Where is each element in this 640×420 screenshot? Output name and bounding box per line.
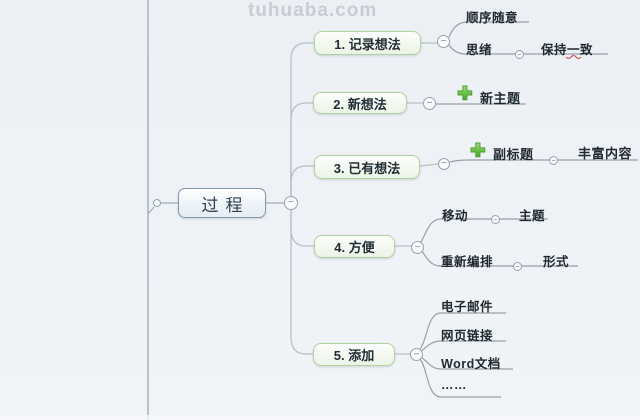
- child-topic[interactable]: Word文档: [441, 357, 501, 371]
- child-topic[interactable]: 保持一致: [541, 43, 594, 57]
- branch-2-box[interactable]: 2. 新想法: [313, 92, 407, 114]
- branch-3-stub: [419, 163, 439, 167]
- collapse-button-fubiaoti[interactable]: −: [549, 156, 558, 165]
- branch-5-label: 5. 添加: [333, 348, 375, 363]
- collapse-button-branch-5[interactable]: −: [410, 348, 423, 361]
- branch-4-label: 4. 方便: [334, 240, 375, 255]
- collapse-button-root[interactable]: −: [284, 196, 298, 210]
- root-left-diagonal-line: [147, 206, 155, 215]
- minus-icon: −: [413, 348, 420, 360]
- line-word: [420, 356, 513, 370]
- branch-1-label: 1. 记录想法: [334, 36, 401, 52]
- child-topic[interactable]: 新主题: [480, 91, 521, 106]
- minus-icon: −: [440, 35, 447, 47]
- watermark: tuhuaba.com: [248, 0, 378, 21]
- collapse-button-sixu[interactable]: −: [515, 50, 524, 59]
- trunk-branch-curves: [290, 42, 314, 355]
- child-topic[interactable]: 网页链接: [441, 329, 494, 343]
- branch-3-box[interactable]: 3. 已有想法: [314, 155, 420, 179]
- root-left-handle[interactable]: [153, 199, 161, 207]
- minus-icon: −: [517, 49, 522, 59]
- branch-stub-lines: [395, 42, 439, 355]
- child-topic[interactable]: ……: [441, 378, 467, 392]
- trunk-to-branch-3: [290, 165, 314, 196]
- minus-icon: −: [515, 261, 520, 271]
- line-sixu-baochi: [448, 44, 608, 55]
- collapse-button-yidong[interactable]: −: [491, 215, 500, 224]
- minus-icon: −: [426, 97, 433, 109]
- spellcheck-squiggle: [565, 55, 582, 59]
- line-yidong-zhuti: [420, 218, 548, 243]
- canvas-bottom-edge: [0, 415, 640, 420]
- child-topic[interactable]: 移动: [442, 209, 469, 223]
- minus-icon: −: [414, 241, 421, 253]
- minus-icon: −: [441, 158, 447, 169]
- trunk-to-branch-4: [290, 210, 314, 247]
- line-chongxin-xingshi: [421, 250, 578, 267]
- root-connectors: [147, 202, 286, 215]
- trunk-to-branch-2: [290, 102, 313, 196]
- collapse-button-branch-3[interactable]: −: [438, 158, 450, 170]
- collapse-button-branch-2[interactable]: −: [423, 97, 436, 110]
- branch-1-box[interactable]: 1. 记录想法: [314, 31, 421, 55]
- plus-marker-icon: [457, 85, 473, 101]
- child-topic[interactable]: 重新编排: [441, 255, 494, 269]
- plus-marker-icon: [470, 142, 486, 158]
- child-topic[interactable]: 思绪: [466, 43, 493, 57]
- branch-3-label: 3. 已有想法: [333, 160, 401, 176]
- child-topic[interactable]: 形式: [543, 255, 570, 269]
- trunk-to-branch-1: [290, 42, 314, 196]
- branch-4-box[interactable]: 4. 方便: [314, 235, 395, 258]
- branch-5-box[interactable]: 5. 添加: [313, 343, 395, 366]
- collapse-button-branch-1[interactable]: −: [437, 35, 450, 48]
- line-dots: [419, 358, 501, 398]
- root-topic-label: 过程: [201, 195, 250, 215]
- root-topic-box[interactable]: 过程: [178, 188, 266, 218]
- line-fubiaoti-fengfu: [449, 159, 638, 163]
- trunk-to-branch-5: [290, 210, 313, 355]
- collapse-button-branch-4[interactable]: −: [411, 241, 424, 254]
- line-shunxu: [448, 21, 529, 38]
- minus-icon: −: [493, 214, 498, 224]
- line-email: [419, 312, 506, 350]
- collapse-button-chongxin[interactable]: −: [513, 262, 522, 271]
- child-topic[interactable]: 副标题: [493, 147, 534, 162]
- child-topic-lines: [419, 21, 638, 398]
- child-topic[interactable]: 顺序随意: [466, 11, 519, 25]
- child-topic[interactable]: 主题: [519, 209, 546, 223]
- branch-2-label: 2. 新想法: [333, 96, 387, 112]
- child-topic[interactable]: 丰富内容: [578, 146, 633, 161]
- minus-icon: −: [288, 197, 294, 208]
- child-topic[interactable]: 电子邮件: [441, 300, 494, 314]
- minus-icon: −: [551, 155, 556, 165]
